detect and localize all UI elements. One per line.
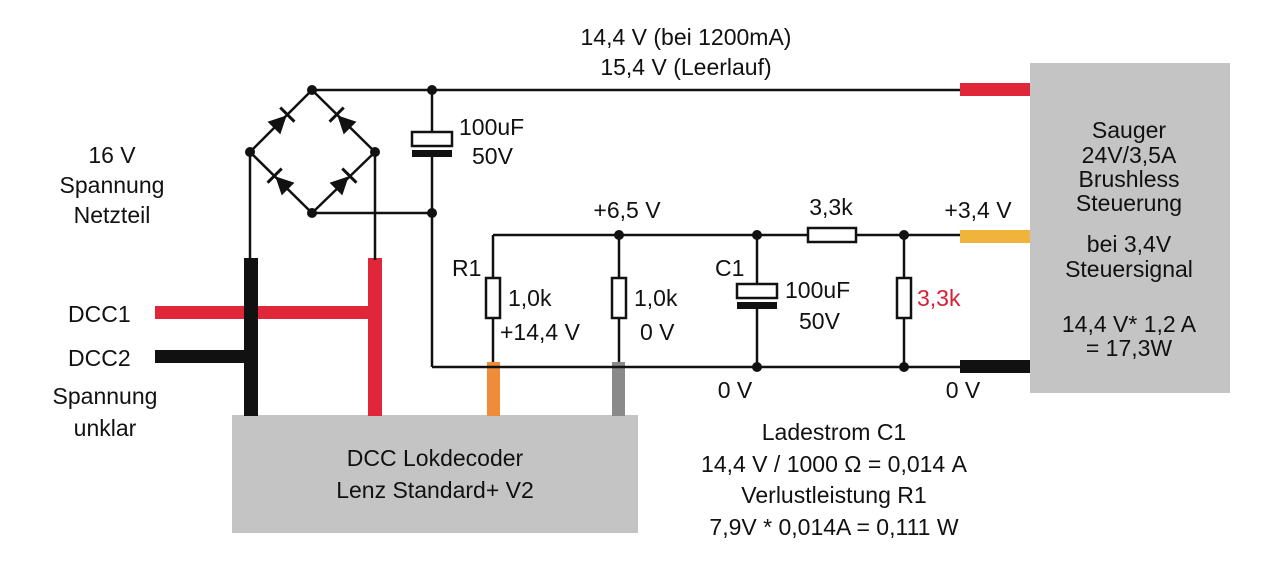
- sauger-box: [1030, 63, 1230, 393]
- resistor-series-icon: [806, 226, 858, 244]
- resistor-r4-icon: [895, 276, 913, 320]
- resistor-r2-icon: [610, 276, 628, 320]
- sauger-plus-wire: [960, 83, 1030, 96]
- spannung-unklar-label-1: Spannung: [53, 383, 158, 409]
- sauger-line-1: Sauger: [1092, 117, 1167, 143]
- note-line-3: Verlustleistung R1: [741, 482, 926, 508]
- dcc1-wire-vertical: [368, 258, 382, 416]
- c1-voltage: 50V: [799, 308, 841, 334]
- note-line-2: 14,4 V / 1000 Ω = 0,014 A: [701, 451, 968, 477]
- diode-icon: [267, 106, 296, 135]
- dcc1-wire-horizontal: [155, 306, 370, 319]
- ground-label-1: 0 V: [718, 377, 753, 403]
- rail-voltage-6-5: +6,5 V: [593, 197, 661, 223]
- cap-top-voltage: 50V: [472, 143, 514, 169]
- netzteil-label-2: Spannung: [60, 172, 165, 198]
- r2-value: 1,0k: [634, 285, 678, 311]
- rail-voltage-3-4: +3,4 V: [944, 197, 1012, 223]
- c1-value: 100uF: [785, 277, 850, 303]
- sauger-signal-wire: [960, 230, 1030, 243]
- junction-dots: [245, 85, 909, 372]
- c1-label: C1: [715, 255, 744, 281]
- ground-label-2: 0 V: [946, 377, 981, 403]
- sauger-line-7: 14,4 V* 1,2 A: [1062, 311, 1197, 337]
- top-voltage-label-1: 14,4 V (bei 1200mA): [581, 24, 792, 50]
- netzteil-label-1: 16 V: [88, 142, 136, 168]
- diode-icon: [328, 106, 357, 135]
- r1-label: R1: [452, 255, 481, 281]
- r1-decoder-wire: [487, 362, 500, 416]
- diode-icon: [329, 167, 358, 196]
- decoder-box: [232, 415, 638, 533]
- decoder-line-1: DCC Lokdecoder: [347, 445, 524, 471]
- series-resistor-value: 3,3k: [809, 194, 853, 220]
- sauger-line-8: = 17,3W: [1086, 335, 1173, 361]
- cap-top-value: 100uF: [459, 114, 524, 140]
- r1-value: 1,0k: [508, 285, 552, 311]
- sauger-line-2: 24V/3,5A: [1082, 142, 1177, 168]
- diode-icon: [266, 167, 295, 196]
- capacitor-c1-icon: [735, 282, 779, 309]
- spannung-unklar-label-2: unklar: [74, 415, 137, 441]
- r2-voltage: 0 V: [640, 319, 675, 345]
- decoder-line-2: Lenz Standard+ V2: [336, 477, 534, 503]
- netzteil-label-3: Netzteil: [74, 202, 151, 228]
- resistor-r1-icon: [484, 276, 502, 320]
- r4-value: 3,3k: [917, 285, 961, 311]
- sauger-line-4: Steuerung: [1076, 190, 1182, 216]
- dcc2-wire-horizontal: [155, 350, 250, 363]
- sauger-line-3: Brushless: [1079, 166, 1180, 192]
- r2-decoder-wire: [612, 362, 625, 416]
- sauger-line-6: Steuersignal: [1065, 256, 1193, 282]
- sauger-ground-wire: [960, 360, 1030, 373]
- dcc2-label: DCC2: [68, 345, 131, 371]
- sauger-box-text: Sauger 24V/3,5A Brushless Steuerung bei …: [1062, 117, 1197, 361]
- note-line-4: 7,9V * 0,014A = 0,111 W: [709, 514, 958, 540]
- dcc1-label: DCC1: [68, 301, 131, 327]
- dcc2-wire-vertical: [244, 258, 258, 416]
- bridge-rectifier: [266, 106, 358, 196]
- sauger-line-5: bei 3,4V: [1087, 231, 1172, 257]
- capacitor-top-icon: [410, 130, 454, 157]
- r1-voltage: +14,4 V: [500, 319, 581, 345]
- top-voltage-label-2: 15,4 V (Leerlauf): [600, 54, 771, 80]
- note-line-1: Ladestrom C1: [762, 419, 906, 445]
